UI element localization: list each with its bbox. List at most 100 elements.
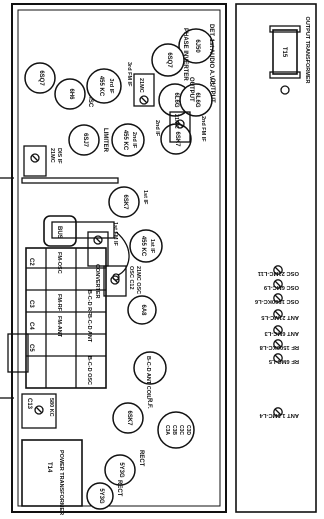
fm-osc-sec: FM-OSC [56,252,62,274]
c3-label: C3 [28,300,34,308]
if-21mc-a: 21MC [138,78,144,93]
svg-text:6SQ7: 6SQ7 [38,70,44,86]
svg-text:1st IF: 1st IF [149,239,155,254]
tube-output-1-type: 6L6G [173,92,179,107]
tube-1st-if-type: 6SK7 [122,194,128,210]
converter-label: CONVERTER [94,264,100,299]
tube-converter: 6A8 [127,295,157,325]
adjuster-slot [274,326,282,334]
tube-if-3fm: 455 KC 3rd IF 3rd FM IF [86,62,132,104]
output-transformer-label: OUTPUT TRANSFORMER [304,17,310,84]
side-adjustment-row: ANT 6MC-L3 [264,325,299,336]
cap-c3a: C3A [164,425,170,435]
c13-value: 580 KC [48,398,54,417]
adjuster-symbol [273,309,283,319]
side-adjustment-row: OSC 6MC-L9 [263,279,299,290]
chassis-inner-outline [17,9,221,507]
tube-output-2: 6L6G [179,83,213,117]
adjuster-symbol [273,279,283,289]
adjuster-symbol [273,353,283,363]
shelf-divider [21,177,119,184]
c4-label: C4 [28,322,34,330]
fm-ant-sec: FM-ANT [56,316,62,338]
adjuster-symbol [273,407,283,417]
tube-limiter-type: 6SJ7 [82,133,88,148]
disc-label: DISC [87,93,93,108]
tube-limiter: 6SJ7 LIMITER [68,124,108,156]
fm-osc: 21MC OSC [135,266,141,294]
side-adjustment-label: OSC 6MC-L9 [263,284,299,290]
bus-label: BUS [56,226,62,239]
side-adjustment-label: OSC 1500KC-L6 [254,298,299,304]
tube-rect-2: 5Y3G RECT [86,480,122,510]
adjuster-slot [274,266,282,274]
side-adjustment-label: ANT 21MC-L5 [261,314,299,320]
tube-phase-inverter-type: 6SQ7 [166,52,172,68]
adjuster-slot [274,354,282,362]
tube-rect-1-type: 5Y3G [118,462,124,478]
adjuster-symbol [273,265,283,275]
fm-rf-sec: FM-RF [56,294,62,312]
rect-2-label: RECT [116,480,122,497]
output-transformer-tag: T15 [281,47,287,58]
side-panel-outline [235,3,317,513]
tube-rect-2-type: 5Y3G [98,488,104,504]
bus-bar: BUS [43,215,130,281]
tube-det-avc: 6J50 [178,28,214,64]
side-adjustment-label: ANT 6MC-L3 [264,330,299,336]
tube-6sk7-2nd-if-type: 6SK7 [174,131,180,147]
filter-capacitor: C3A C3B C3C C3D [157,411,195,449]
tube-1st-if: 6SK7 1st IF [108,186,148,218]
phase-inverter-label: PHASE INVERTER [182,28,188,81]
adjuster-symbol [273,339,283,349]
if-21mc-b: 21MC [49,148,55,163]
adjuster-21mc-c: 21MC 2nd FM IF [169,111,206,143]
adjuster-slot [274,310,282,318]
adjuster-21mc-a: 21MC [133,73,155,107]
output-1-label: OUTPUT [188,77,194,102]
tube-6sq7: 6SQ7 [24,62,56,94]
bcd-ant-coil: B-C-D ANT COIL [133,351,167,400]
bcd-ant-coil-label: B-C-D ANT COIL [145,356,151,400]
tube-det-avc-type: 6J50 [194,39,200,53]
bcd-ant-sec: B-C-D ANT [86,314,92,343]
tube-output-2-type: 6L6G [194,92,200,107]
if-21mc-c: 21MC [173,114,179,129]
fm-if-1st: 1st FM IF [112,222,118,246]
adjuster-slot [274,340,282,348]
c13-label: C13 [26,398,32,410]
tube-disc: 6H6 DISC [54,78,93,110]
svg-text:2nd IF: 2nd IF [131,132,137,149]
c5-label: C5 [28,344,34,352]
side-adjustment-label: RF 1500KC-L8 [259,344,299,350]
tube-disc-type: 6H6 [68,88,74,100]
adjuster-slot [274,294,282,302]
tube-1st-if-can-type: 455 KC [140,236,146,257]
tube-rf-type: 6SK7 [126,410,132,426]
output-transformer: T15 OUTPUT TRANSFORMER [269,17,310,95]
side-adjustment-row: OSC 1500KC-L6 [254,293,299,304]
c2-label: C2 [28,258,34,266]
tube-rect-1: 5Y3G RECT [104,450,144,486]
adjuster-slot [274,280,282,288]
tube-if-2nd-can: 455 KC 2nd IF [111,123,145,157]
power-transformer-label: POWER TRANSFORMER [58,450,64,515]
output-2-label: OUTPUT [209,78,215,103]
tube-phase-inverter: 6SQ7 [151,43,185,77]
bcd-rf-sec: B-C-D RF [86,290,92,315]
adjuster-osc-c12: CONVERTER OSC C12 21MC OSC [94,264,141,299]
side-adjustment-row: RF 1500KC-L8 [259,339,299,350]
cap-c3c: C3C [178,425,184,435]
cap-c3d: C3D [185,425,191,435]
osc-c12: OSC C12 [128,266,134,290]
adjuster-c13: C13 580 KC [21,393,57,429]
disc-if-label: DIS IF [56,148,62,164]
side-adjustment-row: ANT 21MC-L5 [261,309,299,320]
adjuster-symbol [273,293,283,303]
power-transformer: T14 POWER TRANSFORMER [21,439,83,515]
side-adjustment-label: OSC 21MC-L11 [257,270,299,276]
svg-text:1st IF: 1st IF [142,190,148,205]
gang-tuning-block: C2 C3 C4 C5 FM-OSC FM-RF FM-ANT B-C-D AN… [7,247,107,389]
